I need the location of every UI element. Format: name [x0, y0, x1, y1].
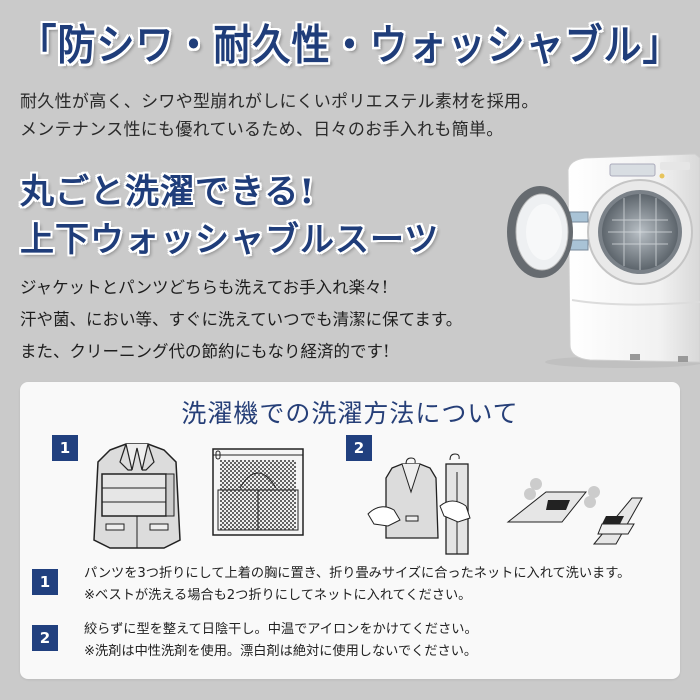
- laundry-net-illustration: [212, 448, 304, 540]
- step-1-note: ※ベストが洗える場合も2つ折りにしてネットに入れてください。: [84, 588, 472, 603]
- ironing-illustration: [506, 470, 646, 554]
- step-2-text: 絞らずに型を整えて日陰干し。中温でアイロンをかけてください。 ※洗剤は中性洗剤を…: [84, 619, 478, 663]
- feature-line: また、クリーニング代の節約にもなり経済的です!: [20, 342, 390, 361]
- step-badge-2-illustration: 2: [346, 435, 372, 461]
- panel-title: 洗濯機での洗濯方法について: [181, 399, 519, 428]
- feature-list: ジャケットとパンツどちらも洗えてお手入れ楽々! 汗や菌、におい等、すぐに洗えてい…: [20, 272, 462, 368]
- feature-line: ジャケットとパンツどちらも洗えてお手入れ楽々!: [20, 278, 389, 297]
- page-title: 「防シワ・耐久性・ウォッシャブル」: [18, 20, 682, 70]
- headline-line: 丸ごと洗濯できる!: [20, 172, 316, 212]
- step-1-line: パンツを3つ折りにして上着の胸に置き、折り畳みサイズに合ったネットに入れて洗いま…: [84, 566, 631, 581]
- intro-text: 耐久性が高く、シワや型崩れがしにくいポリエステル素材を採用。 メンテナンス性にも…: [20, 88, 539, 144]
- step-1-text: パンツを3つ折りにして上着の胸に置き、折り畳みサイズに合ったネットに入れて洗いま…: [84, 563, 630, 607]
- intro-line: メンテナンス性にも優れているため、日々のお手入れも簡単。: [20, 120, 504, 140]
- feature-line: 汗や菌、におい等、すぐに洗えていつでも清潔に保てます。: [20, 310, 463, 329]
- jacket-folded-pants-illustration: [92, 440, 182, 556]
- headline-line: 上下ウォッシャブルスーツ: [20, 220, 440, 260]
- step-badge-1: 1: [32, 569, 58, 595]
- intro-line: 耐久性が高く、シワや型崩れがしにくいポリエステル素材を採用。: [20, 92, 539, 112]
- hanging-suit-illustration: [366, 452, 496, 560]
- instruction-panel: 洗濯機での洗濯方法について 1: [20, 382, 680, 679]
- step-badge-2: 2: [32, 625, 58, 651]
- washing-machine-image: [500, 140, 700, 370]
- step-2-line: 絞らずに型を整えて日陰干し。中温でアイロンをかけてください。: [84, 622, 478, 637]
- step-2-note: ※洗剤は中性洗剤を使用。漂白剤は絶対に使用しないでください。: [84, 644, 478, 659]
- headline: 丸ごと洗濯できる! 上下ウォッシャブルスーツ: [20, 168, 439, 264]
- step-badge-1-illustration: 1: [52, 435, 78, 461]
